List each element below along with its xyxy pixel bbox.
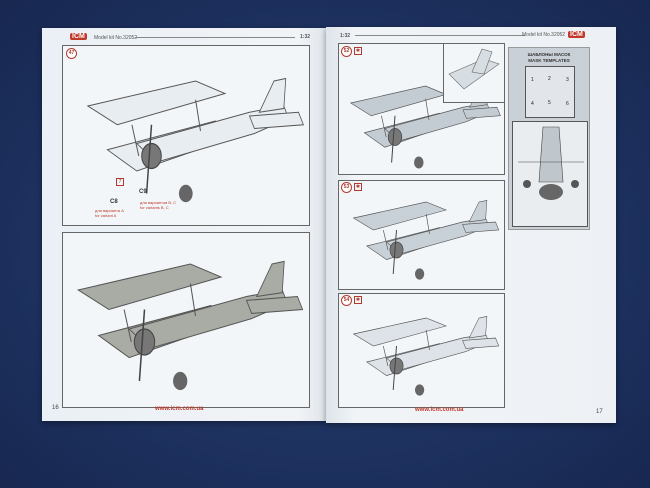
attention-icon: ✱ (354, 47, 362, 55)
page-number-left: 16 (52, 405, 59, 411)
attention-icon: ✱ (354, 296, 362, 304)
mask-3: 3 (566, 77, 569, 83)
mask-sheet: 1 2 3 4 5 6 (525, 66, 575, 118)
completed-model-panel (62, 232, 310, 408)
biplane-step-53 (353, 199, 500, 281)
step-number: 54 (341, 295, 352, 306)
mask-title-ru: ШАБЛОНЫ МАСОК (527, 52, 571, 57)
scale-label: 1:32 (300, 34, 311, 40)
icm-logo: ICM (70, 33, 87, 40)
step-47-panel (62, 45, 310, 226)
mask-5: 5 (548, 100, 551, 106)
scale-label-right: 1:32 (340, 33, 351, 39)
biplane-line-drawing (86, 77, 305, 204)
mask-4: 4 (531, 101, 534, 107)
tail-detail-drawing (448, 48, 500, 90)
step-number: 52 (341, 46, 352, 57)
fuselage-top-view (518, 126, 584, 200)
biplane-completed-drawing (77, 260, 304, 392)
step-number: 47 (66, 48, 77, 59)
mask-1: 1 (531, 77, 534, 83)
mask-6: 6 (566, 101, 569, 107)
cockpit-mask-diagram (512, 121, 588, 227)
model-kit-label: Model kit No.32052 (94, 35, 138, 41)
step-54-panel (338, 293, 505, 408)
mask-templates-box: ШАБЛОНЫ МАСОК MASK TEMPLATES 1 2 3 4 5 6 (508, 47, 590, 230)
step-53-panel (338, 180, 505, 290)
step-number: 53 (341, 182, 352, 193)
page-number-right: 17 (596, 409, 603, 415)
website-left: www.icm.com.ua (155, 406, 204, 412)
mask-2: 2 (548, 76, 551, 82)
attention-icon: ✱ (354, 183, 362, 191)
header-rule (135, 37, 295, 38)
model-kit-label-right: Model kit No.32052 (522, 32, 566, 38)
part-c8: C8 (110, 199, 118, 205)
detail-inset (443, 43, 505, 103)
mask-title-en: MASK TEMPLATES (528, 58, 570, 63)
header-rule-right (355, 35, 525, 36)
part-box: 7 (116, 178, 124, 186)
biplane-step-54 (353, 315, 500, 397)
website-right: www.icm.com.ua (415, 407, 464, 413)
icm-logo-right: ICM (568, 31, 585, 38)
part-c9: C9 (139, 189, 147, 195)
